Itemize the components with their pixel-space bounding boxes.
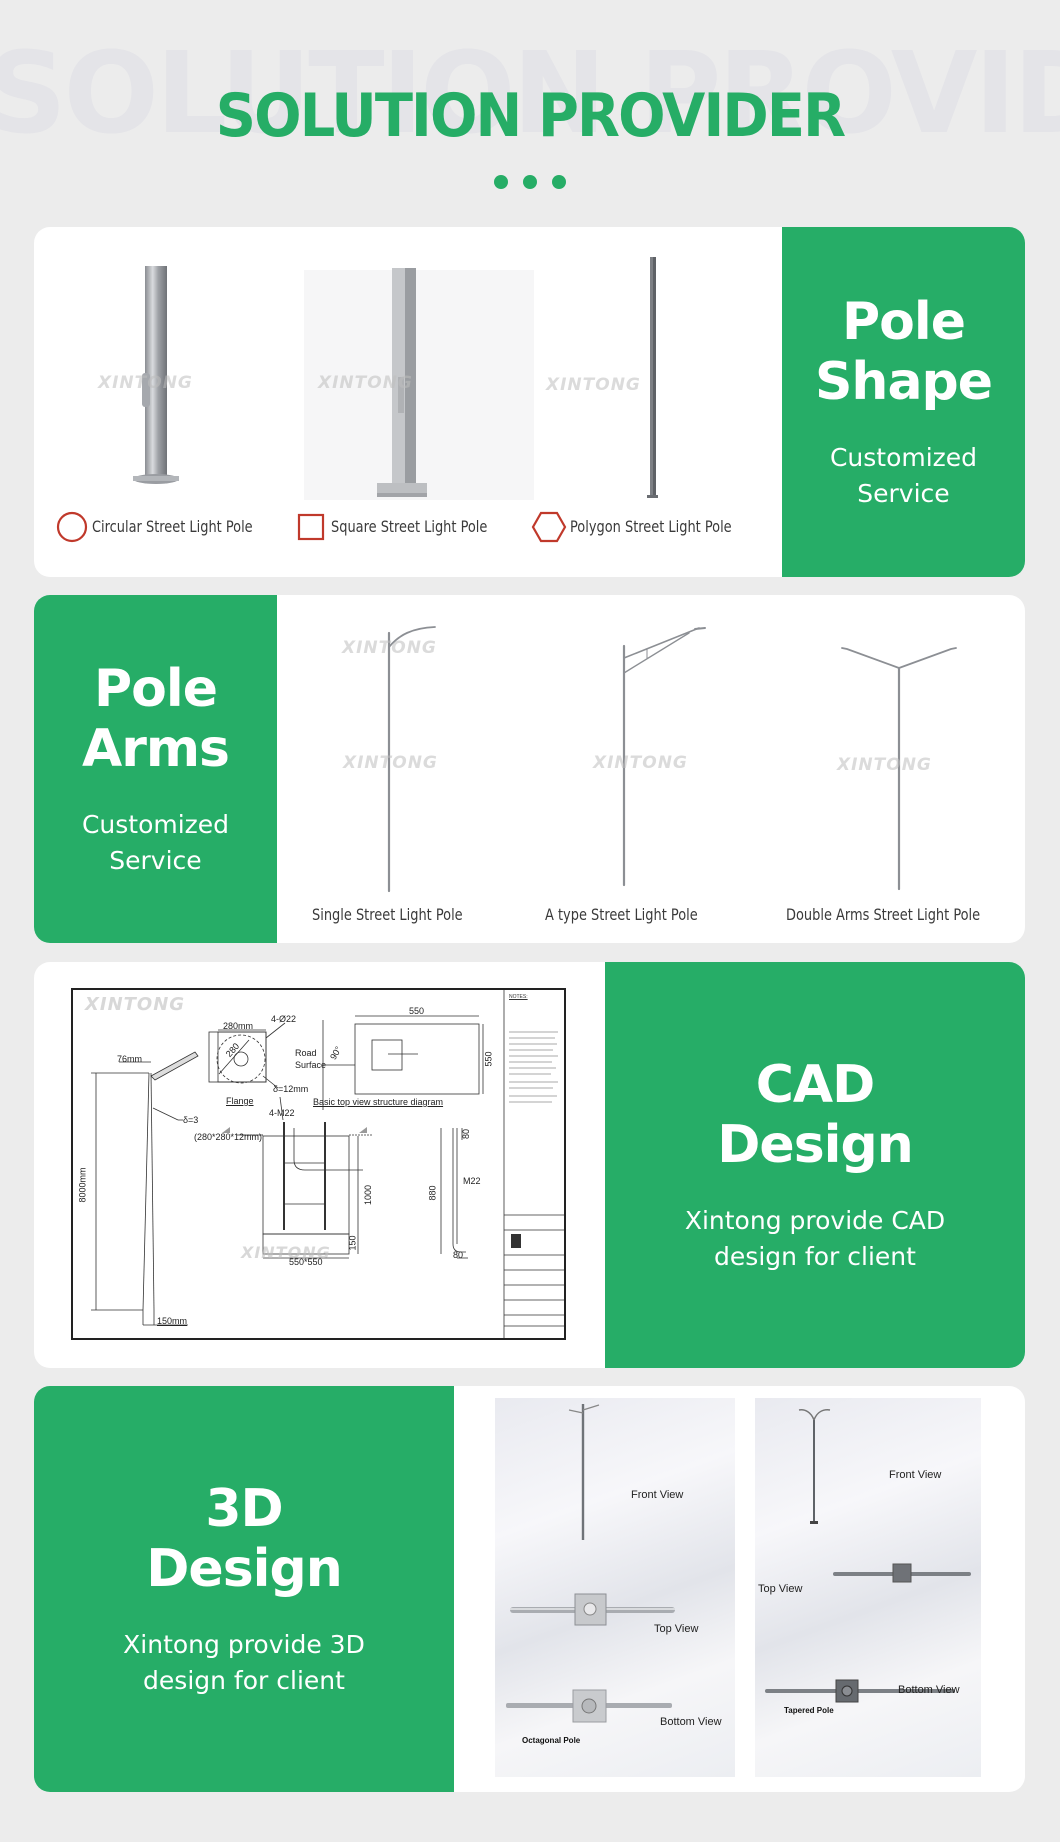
cad-base: 550*550 <box>289 1257 323 1267</box>
title-line: Pole <box>94 659 218 719</box>
polygon-pole-image <box>647 257 658 498</box>
cad-notes-title: NOTES: <box>509 994 528 1000</box>
cad-design-subtitle: Xintong provide CAD design for client <box>685 1203 945 1275</box>
circular-pole-image <box>133 266 179 484</box>
title-line: Pole <box>842 292 966 352</box>
xintong-watermark: XINTONG <box>85 994 186 1015</box>
pole-arms-panel: Pole Arms Customized Service <box>34 595 277 943</box>
square-pole-caption: Square Street Light Pole <box>331 517 488 536</box>
header-watermark: SOLUTION PROVIDER <box>0 29 1060 159</box>
cad-flange-label: Flange <box>226 1096 254 1106</box>
cad-design-card: XINTONG 76mm 8000mm 150mm δ=3 280mm 280 … <box>34 962 1025 1368</box>
cad-flange-thickness: δ=12mm <box>273 1084 309 1094</box>
xintong-watermark: XINTONG <box>546 375 641 395</box>
square-pole-image <box>377 268 427 497</box>
pole-shape-panel: Pole Shape Customized Service <box>782 227 1025 577</box>
xintong-watermark: XINTONG <box>318 373 413 393</box>
cad-holes: 4-Ø22 <box>271 1014 297 1024</box>
xintong-watermark: XINTONG <box>98 373 193 393</box>
cad-top-550: 550 <box>409 1006 425 1016</box>
tapered-pole-views: Front View Top View Bottom View Tapered … <box>755 1398 981 1777</box>
title-line: Shape <box>814 352 993 412</box>
pole-arms-card: Pole Arms Customized Service XINTONG Sin… <box>34 595 1025 943</box>
title-line: Design <box>146 1539 342 1599</box>
cad-dim-76: 76mm <box>117 1054 143 1064</box>
cad-bolts: 4-M22 <box>269 1108 295 1118</box>
xintong-watermark: XINTONG <box>837 755 932 775</box>
tapered-pole-caption: Tapered Pole <box>784 1706 834 1715</box>
3d-design-panel: 3D Design Xintong provide 3D design for … <box>34 1386 454 1792</box>
octagonal-pole-render <box>506 1404 675 1723</box>
3d-design-title: 3D Design <box>146 1479 342 1599</box>
cad-side-550: 550 <box>483 1051 494 1067</box>
page-title: SOLUTION PROVIDER <box>215 81 846 151</box>
title-dots-decoration <box>494 175 566 189</box>
subtitle-line: design for client <box>714 1242 916 1271</box>
octagonal-pole-views: Front View Top View Bottom View Octagona… <box>495 1398 735 1777</box>
xintong-watermark: XINTONG <box>342 638 437 658</box>
xintong-watermark: XINTONG <box>593 753 688 773</box>
subtitle-line: Service <box>109 846 202 875</box>
cad-dim-150b: 150 <box>347 1235 358 1251</box>
square-pole-backdrop <box>304 270 534 500</box>
pole-arms-subtitle: Customized Service <box>82 807 229 879</box>
double-arms-caption: Double Arms Street Light Pole <box>786 905 981 924</box>
title-line: CAD <box>755 1055 876 1115</box>
front-view-label: Front View <box>889 1469 942 1481</box>
polygon-pole-caption: Polygon Street Light Pole <box>570 517 732 536</box>
cad-design-title: CAD Design <box>717 1055 913 1175</box>
square-outline-icon <box>297 513 325 541</box>
cad-bolt-top: 80 <box>461 1128 472 1140</box>
3d-design-subtitle: Xintong provide 3D design for client <box>123 1627 365 1699</box>
subtitle-line: Xintong provide CAD <box>684 1206 946 1235</box>
dot-icon <box>552 175 566 189</box>
a-type-caption: A type Street Light Pole <box>545 905 698 924</box>
subtitle-line: design for client <box>143 1666 345 1695</box>
cad-drawing: XINTONG 76mm 8000mm 150mm δ=3 280mm 280 … <box>71 988 566 1340</box>
cad-flange-280: 280mm <box>223 1021 254 1031</box>
pole-shape-title: Pole Shape <box>814 292 993 412</box>
cad-dim-150: 150mm <box>157 1316 188 1326</box>
pole-shape-card: XINTONG XINTONG XINTONG Circular Street … <box>34 227 1025 577</box>
front-view-label: Front View <box>631 1489 684 1501</box>
circular-pole-caption: Circular Street Light Pole <box>92 517 253 536</box>
cad-depth-1000: 1000 <box>363 1184 374 1206</box>
dot-icon <box>494 175 508 189</box>
cad-design-panel: CAD Design Xintong provide CAD design fo… <box>605 962 1025 1368</box>
top-view-label: Top View <box>654 1623 699 1635</box>
pole-arms-drawings <box>387 626 957 893</box>
tapered-pole-render <box>765 1409 971 1703</box>
dot-icon <box>523 175 537 189</box>
subtitle-line: Service <box>857 479 950 508</box>
subtitle-line: Customized <box>829 443 978 472</box>
pole-arms-title: Pole Arms <box>81 659 230 779</box>
title-line: Arms <box>81 719 230 779</box>
subtitle-line: Customized <box>81 810 230 839</box>
cad-bolt-m22: M22 <box>463 1176 481 1186</box>
cad-road-1: Road <box>295 1048 317 1058</box>
subtitle-line: Xintong provide 3D <box>123 1630 365 1659</box>
cad-bolt-length: 880 <box>427 1185 438 1201</box>
xintong-watermark: XINTONG <box>241 1243 331 1262</box>
single-arm-caption: Single Street Light Pole <box>312 905 463 924</box>
title-line: 3D <box>205 1479 283 1539</box>
title-line: Design <box>717 1115 913 1175</box>
cad-delta-3: δ=3 <box>183 1115 199 1125</box>
xintong-watermark: XINTONG <box>343 753 438 773</box>
cad-bolt-bottom: 80 <box>453 1250 464 1260</box>
bottom-view-label: Bottom View <box>660 1716 722 1728</box>
cad-road-2: Surface <box>295 1060 327 1070</box>
3d-design-card: 3D Design Xintong provide 3D design for … <box>34 1386 1025 1792</box>
octagonal-pole-caption: Octagonal Pole <box>522 1736 581 1745</box>
pole-shape-subtitle: Customized Service <box>830 440 977 512</box>
hexagon-outline-icon <box>531 511 567 543</box>
cad-dim-8000: 8000mm <box>77 1167 88 1203</box>
cad-plate: (280*280*12mm) <box>194 1132 263 1142</box>
bottom-view-label: Bottom View <box>898 1684 960 1696</box>
circle-outline-icon <box>56 511 88 543</box>
cad-top-view-label: Basic top view structure diagram <box>313 1097 444 1107</box>
cad-linework <box>91 990 564 1338</box>
top-view-label: Top View <box>758 1583 803 1595</box>
